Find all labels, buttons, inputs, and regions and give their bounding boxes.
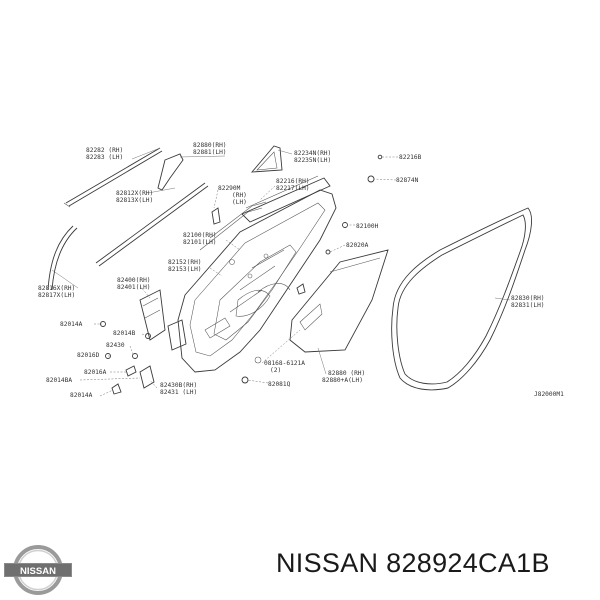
label-82880-rh: 82880 (RH) — [328, 370, 365, 377]
label-82874N: 82874N — [396, 177, 419, 184]
corner-glass — [250, 145, 283, 173]
label-82016D: 82016D — [77, 352, 100, 359]
door-weatherstrip — [391, 207, 532, 391]
label-qty-2: (2) — [270, 367, 281, 374]
logo-text: NISSAN — [20, 566, 56, 577]
label-82430: 82430 — [106, 342, 125, 349]
label-82020A: 82020A — [346, 242, 369, 249]
label-82880A-lh: 82880+A(LH) — [322, 377, 363, 384]
fasteners-left — [100, 319, 187, 395]
part-labels: 82282 (RH) 82283 (LH) 82880(RH) 82881(LH… — [38, 142, 564, 399]
belt-moulding — [95, 182, 209, 267]
label-82430B: 82430B(RH) — [160, 382, 197, 389]
label-82216: 82216(RH) — [276, 178, 310, 185]
label-82101: 82101(LH) — [183, 239, 217, 246]
label-82830: 82830(RH) — [511, 295, 545, 302]
label-82881: 82881(LH) — [193, 149, 227, 156]
label-82880: 82880(RH) — [193, 142, 227, 149]
label-82100: 82100(RH) — [183, 232, 217, 239]
label-82431: 82431 (LH) — [160, 389, 197, 396]
label-82100H: 82100H — [356, 223, 379, 230]
label-82816X: 82816X(RH) — [38, 285, 75, 292]
label-82153: 82153(LH) — [168, 266, 202, 273]
label-82401: 82401(LH) — [117, 284, 151, 291]
label-diagram-code: J82000M1 — [534, 391, 564, 398]
label-82234N: 82234N(RH) — [294, 150, 331, 157]
label-82812X: 82812X(RH) — [116, 190, 153, 197]
sealing-screen — [289, 249, 389, 353]
label-82081Q: 82081Q — [268, 381, 291, 388]
part-number-caption: NISSAN 828924CA1B — [276, 548, 550, 578]
label-82016A: 82016A — [84, 369, 107, 376]
label-82290M-rh: (RH) — [232, 192, 247, 199]
nissan-logo: NISSAN — [4, 545, 72, 595]
label-82014BA: 82014BA — [46, 377, 72, 384]
window-regulator — [139, 289, 166, 341]
outer-weatherstrip-curved — [47, 225, 78, 291]
label-82217: 82217(LH) — [276, 185, 310, 192]
label-82817X: 82817X(LH) — [38, 292, 75, 299]
label-82216B: 82216B — [399, 154, 422, 161]
door-panel — [177, 189, 337, 373]
label-82813X: 82813X(LH) — [116, 197, 153, 204]
label-82235N: 82235N(LH) — [294, 157, 331, 164]
glass-run-piece — [157, 153, 184, 191]
leader-lines — [51, 147, 511, 397]
label-82831: 82831(LH) — [511, 302, 545, 309]
label-82400: 82400(RH) — [117, 277, 151, 284]
label-82014A-bottom: 82014A — [70, 392, 93, 399]
door-sash — [241, 175, 331, 223]
label-82282: 82282 (RH) — [86, 147, 123, 154]
label-82283: 82283 (LH) — [86, 154, 123, 161]
label-82152: 82152(RH) — [168, 259, 202, 266]
window-channel-strip — [63, 147, 163, 208]
label-08168: 08168-6121A — [264, 360, 305, 367]
label-82014B: 82014B — [113, 330, 136, 337]
label-82014A-top: 82014A — [60, 321, 83, 328]
label-82290M: 82290M — [218, 185, 241, 192]
label-82290M-lh: (LH) — [232, 199, 247, 206]
